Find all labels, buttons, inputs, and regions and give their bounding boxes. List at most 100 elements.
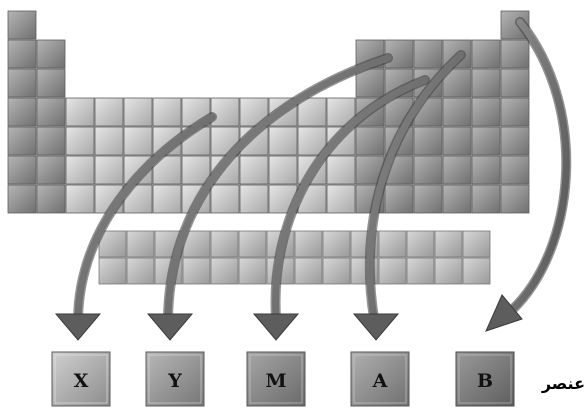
table-cell xyxy=(471,184,501,214)
arrow-head xyxy=(146,313,194,341)
f-block-cell xyxy=(210,257,239,285)
table-cell xyxy=(152,184,182,214)
element-label-a: A xyxy=(372,370,388,392)
element-box-m: M xyxy=(246,351,306,407)
table-cell xyxy=(500,184,530,214)
f-block-cell xyxy=(294,230,323,258)
table-cell xyxy=(297,97,327,127)
table-cell xyxy=(65,155,95,185)
table-cell xyxy=(239,184,269,214)
caption-element: عنصر xyxy=(541,374,585,393)
table-cell xyxy=(355,126,385,156)
table-cell xyxy=(210,97,240,127)
table-cell xyxy=(65,184,95,214)
table-cell xyxy=(7,97,37,127)
table-cell xyxy=(442,184,472,214)
f-block-cell xyxy=(462,230,491,258)
table-cell xyxy=(500,155,530,185)
table-cell xyxy=(500,39,530,69)
element-box-y: Y xyxy=(145,351,205,407)
element-label-x: X xyxy=(74,370,89,392)
arrow-to-x xyxy=(54,112,217,341)
f-block-cell xyxy=(378,230,407,258)
arrow-head xyxy=(485,294,523,332)
table-cell xyxy=(384,184,414,214)
f-block-cell xyxy=(434,257,463,285)
table-cell xyxy=(442,97,472,127)
element-box-x: X xyxy=(51,351,111,407)
table-cell xyxy=(181,155,211,185)
arrow-to-a xyxy=(352,50,466,341)
arrow-to-b xyxy=(485,17,572,332)
f-block-cell xyxy=(210,230,239,258)
table-cell xyxy=(355,68,385,98)
f-block-cell xyxy=(322,257,351,285)
element-box-b: B xyxy=(455,351,515,407)
table-cell xyxy=(7,68,37,98)
f-block-cell xyxy=(294,257,323,285)
table-cell xyxy=(413,184,443,214)
table-cell xyxy=(94,155,124,185)
element-label-m: M xyxy=(265,370,286,392)
arrow-to-y xyxy=(146,53,393,341)
table-cell xyxy=(36,155,66,185)
f-block-cell xyxy=(378,257,407,285)
table-cell xyxy=(123,126,153,156)
f-block-cell xyxy=(126,257,155,285)
table-cell xyxy=(268,155,298,185)
table-cell xyxy=(326,155,356,185)
f-block-cell xyxy=(406,257,435,285)
arrows-layer xyxy=(54,17,572,341)
table-cell xyxy=(123,97,153,127)
table-cell xyxy=(268,126,298,156)
table-cell xyxy=(326,184,356,214)
table-cell xyxy=(500,97,530,127)
table-cell xyxy=(239,155,269,185)
table-cell xyxy=(471,68,501,98)
arrow-to-m xyxy=(252,75,430,341)
table-cell xyxy=(500,126,530,156)
table-cell xyxy=(7,10,37,40)
table-cell xyxy=(36,126,66,156)
table-cell xyxy=(471,39,501,69)
table-cell xyxy=(413,155,443,185)
table-cell xyxy=(471,97,501,127)
arrow-head xyxy=(54,313,102,341)
table-cell xyxy=(413,126,443,156)
periodic-table-grid xyxy=(7,10,530,285)
table-cell xyxy=(413,39,443,69)
table-cell xyxy=(500,68,530,98)
arrow-head xyxy=(252,313,300,341)
f-block-cell xyxy=(238,230,267,258)
arrow-head xyxy=(352,313,400,341)
table-cell xyxy=(36,39,66,69)
f-block-cell xyxy=(126,230,155,258)
table-cell xyxy=(36,97,66,127)
table-cell xyxy=(7,126,37,156)
f-block-cell xyxy=(322,230,351,258)
f-block-cell xyxy=(98,257,127,285)
element-box-a: A xyxy=(350,351,410,407)
element-label-b: B xyxy=(477,370,493,392)
f-block-cell xyxy=(406,230,435,258)
table-cell xyxy=(36,68,66,98)
table-cell xyxy=(210,184,240,214)
table-cell xyxy=(7,155,37,185)
table-cell xyxy=(65,97,95,127)
table-cell xyxy=(471,126,501,156)
table-cell xyxy=(7,39,37,69)
table-cell xyxy=(94,97,124,127)
table-cell xyxy=(7,184,37,214)
table-cell xyxy=(442,155,472,185)
f-block-cell xyxy=(182,257,211,285)
table-cell xyxy=(36,184,66,214)
element-label-y: Y xyxy=(167,370,182,392)
f-block-cell xyxy=(238,257,267,285)
table-cell xyxy=(442,126,472,156)
f-block-cell xyxy=(434,230,463,258)
table-cell xyxy=(65,126,95,156)
table-cell xyxy=(471,155,501,185)
table-cell xyxy=(94,126,124,156)
table-cell xyxy=(152,97,182,127)
